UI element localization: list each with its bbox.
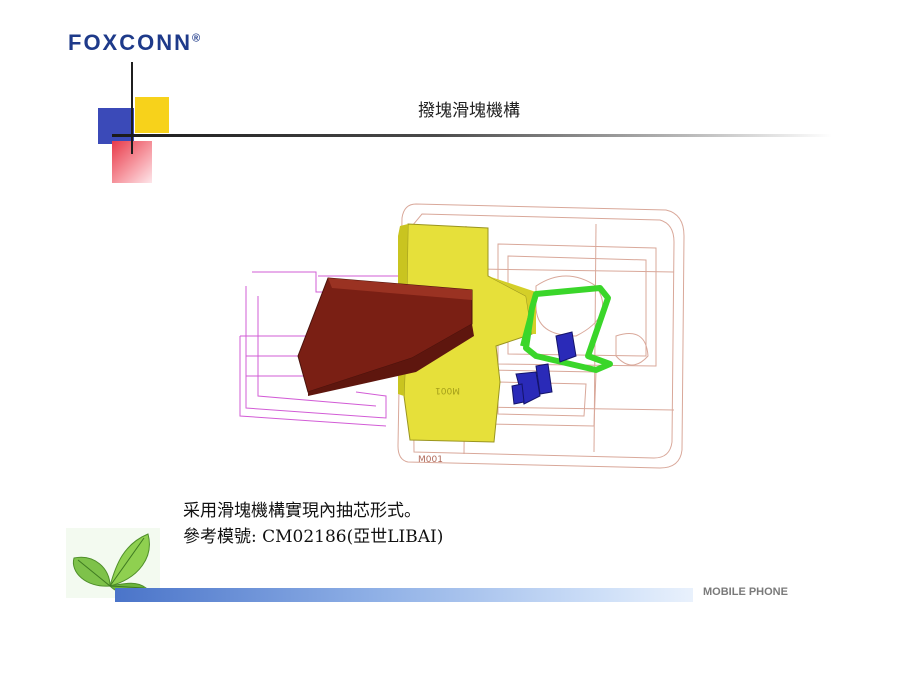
mold-part-label: M001 [418,455,443,465]
footer-label: MOBILE PHONE [703,586,788,598]
slide-title: 撥塊滑塊機構 [418,101,520,121]
foxconn-logo: FOXCONN® [68,30,200,56]
decor-yellow-square [135,97,169,133]
caption-line-2: 參考模號: CM02186(亞世LIBAI) [183,527,444,547]
header-rule [112,134,832,137]
footer-bar [115,588,693,602]
logo-text: FOXCONN [68,30,192,55]
slider-body [297,277,474,396]
decor-vertical-line [131,62,133,154]
mold-slider-diagram: M001 M001 [239,203,685,469]
leaf-icon [66,528,160,598]
green-core-part [520,285,613,373]
decor-blue-square [98,108,134,144]
caption-line-1: 采用滑塊機構實現內抽芯形式。 [183,501,421,521]
registered-mark: ® [192,32,201,45]
part-label: M001 [435,385,460,395]
blue-insert-parts [511,331,577,405]
